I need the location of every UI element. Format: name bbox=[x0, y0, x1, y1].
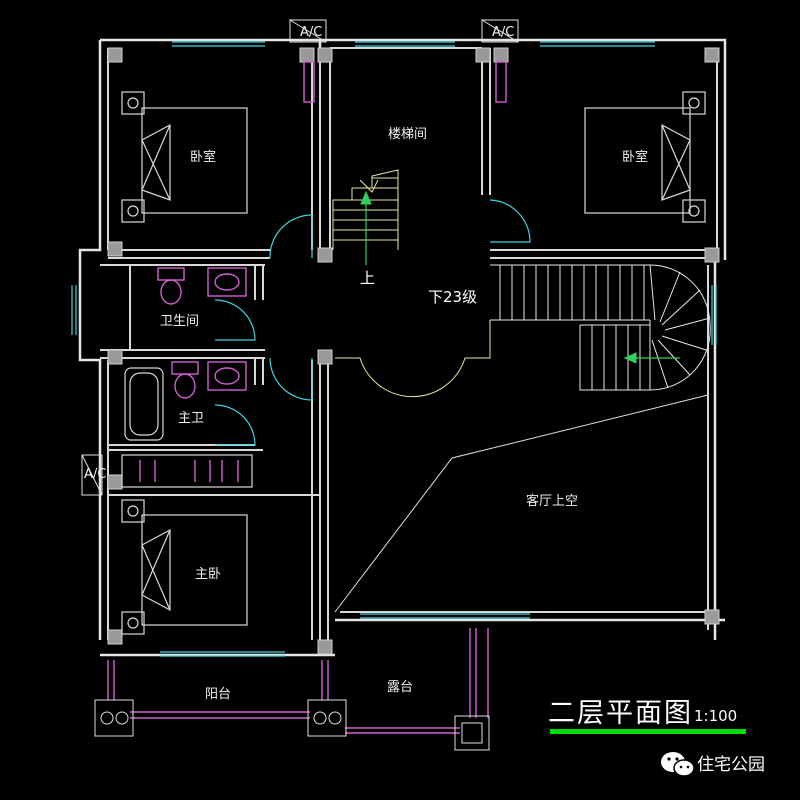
bed-master bbox=[121, 454, 253, 635]
wechat-icon bbox=[661, 752, 695, 777]
watermark: 住宅公园 bbox=[661, 752, 765, 777]
label-bedroom-right: 卧室 bbox=[622, 149, 648, 165]
stair-up bbox=[332, 169, 399, 265]
doors bbox=[214, 199, 531, 446]
section-mark-left: A/C bbox=[300, 25, 322, 40]
label-stair-up: 上 bbox=[360, 269, 375, 287]
room-labels: 卧室 卧室 楼梯间 卫生间 主卫 主卧 客厅上空 阳台 露台 上 下23级 bbox=[160, 127, 648, 702]
drawing-scale: 1:100 bbox=[694, 707, 737, 725]
windows bbox=[71, 41, 717, 657]
label-living-void: 客厅上空 bbox=[526, 493, 578, 509]
structural-columns bbox=[107, 47, 720, 655]
title-underline bbox=[550, 729, 746, 734]
watermark-text: 住宅公园 bbox=[697, 755, 765, 775]
section-markers: A/C A/C A/C bbox=[81, 19, 519, 496]
label-bathroom: 卫生间 bbox=[160, 314, 199, 329]
bed-right bbox=[584, 91, 706, 223]
toilet-and-basin-upper bbox=[157, 267, 247, 305]
outer-walls bbox=[78, 38, 727, 657]
drawing-title-block: 二层平面图 1:100 bbox=[548, 698, 746, 734]
label-balcony: 阳台 bbox=[205, 687, 231, 702]
toilet-and-basin-master bbox=[124, 361, 247, 441]
label-master-bedroom: 主卧 bbox=[195, 567, 221, 582]
bed-left bbox=[121, 91, 248, 223]
label-master-bath: 主卫 bbox=[178, 411, 204, 426]
living-void-lines bbox=[334, 394, 709, 613]
label-stair-down: 下23级 bbox=[428, 288, 477, 306]
section-mark-side: A/C bbox=[84, 467, 106, 482]
stair-down bbox=[335, 264, 711, 398]
label-stairwell: 楼梯间 bbox=[388, 127, 427, 142]
section-mark-mid: A/C bbox=[492, 25, 514, 40]
balcony-railing bbox=[94, 628, 490, 751]
closet-fixtures bbox=[303, 61, 507, 103]
label-terrace: 露台 bbox=[387, 680, 413, 695]
drawing-title: 二层平面图 bbox=[548, 698, 693, 729]
label-bedroom-left: 卧室 bbox=[190, 149, 216, 165]
